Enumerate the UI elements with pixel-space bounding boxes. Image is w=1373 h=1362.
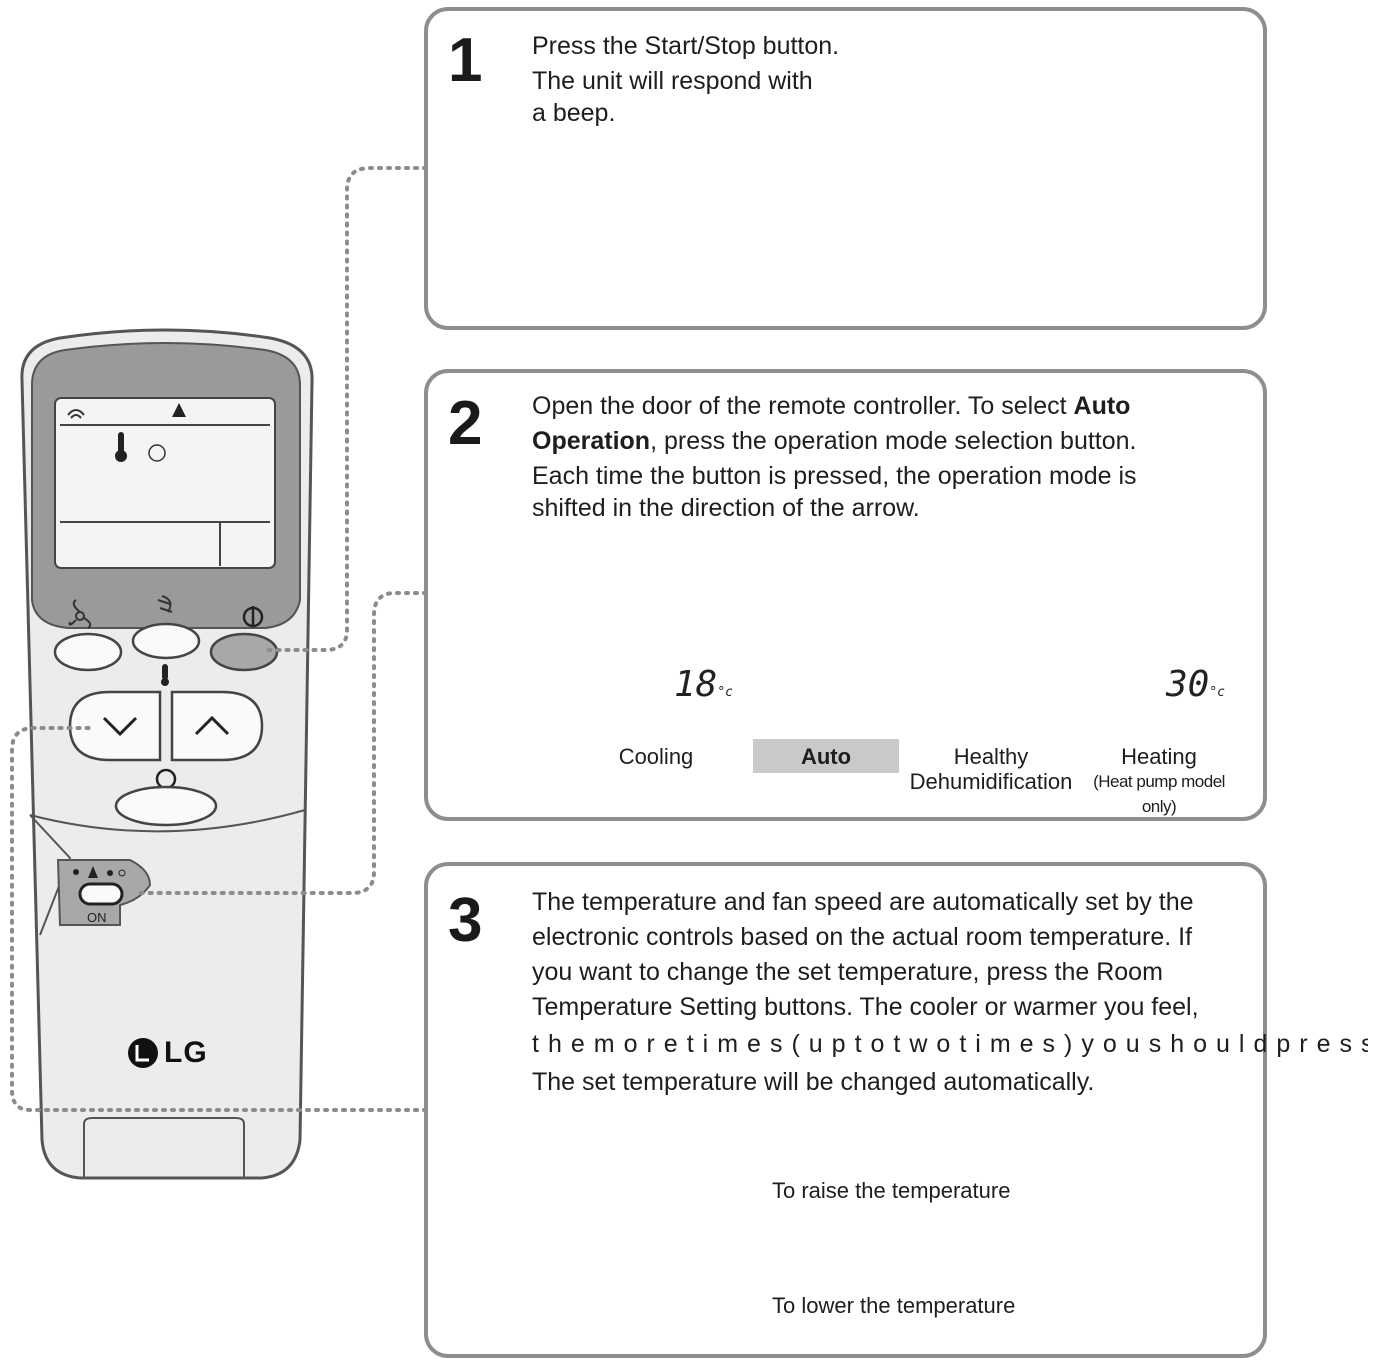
step-text-line: Each time the button is pressed, the ope…	[532, 462, 1137, 490]
remote-fan-speed-button	[114, 785, 218, 827]
raise-temperature-label: To raise the temperature	[772, 1178, 1011, 1203]
step-1-instructions: Press the Start/Stop button. The unit wi…	[532, 29, 839, 131]
step-text-line: The temperature and fan speed are automa…	[532, 888, 1194, 916]
step-text-line: The set temperature will be changed auto…	[532, 1068, 1095, 1096]
chevron-up-icon	[194, 715, 230, 736]
wifi-icon	[67, 409, 85, 419]
remote-button-left	[53, 632, 123, 672]
step-3-instructions: The temperature and fan speed are automa…	[532, 885, 1199, 1025]
step-text-line: electronic controls based on the actual …	[532, 923, 1193, 951]
step-text-line: Operation, press the operation mode sele…	[532, 427, 1137, 455]
auto-mode-icon	[172, 403, 186, 417]
step-text-line: Open the door of the remote controller. …	[532, 392, 1131, 420]
lower-temperature-label: To lower the temperature	[772, 1293, 1016, 1318]
remote-lcd	[54, 397, 276, 569]
lg-logo-icon	[128, 1038, 158, 1068]
brand-logo-text: LG	[164, 1036, 208, 1069]
step-3-panel	[424, 862, 1267, 1358]
mode-label-auto: Auto	[800, 744, 852, 769]
mode-icons-small	[73, 866, 126, 878]
step-text-line: shifted in the direction of the arrow.	[532, 494, 920, 522]
remote-on-label: ON	[87, 910, 107, 925]
cooling-display-temp: 18°c	[674, 664, 734, 705]
mode-label-cooling: Cooling	[618, 744, 694, 769]
step-number: 1	[448, 26, 483, 95]
mode-label-heating: Heating (Heat pump model only)	[1076, 744, 1242, 819]
step-2-instructions: Open the door of the remote controller. …	[532, 389, 1137, 526]
step-text-line: Temperature Setting buttons. The cooler …	[532, 993, 1199, 1021]
mode-highlight	[753, 739, 899, 773]
power-icon	[242, 606, 264, 628]
remote-button-middle	[131, 622, 201, 660]
chevron-down-icon	[102, 716, 138, 737]
connector-lines	[10, 166, 428, 1112]
mode-label-dehumidification: Healthy Dehumidification	[909, 744, 1073, 794]
step-1-panel	[424, 7, 1267, 330]
step-number: 2	[448, 389, 483, 458]
smiley-icon	[148, 444, 166, 462]
remote-start-stop-button	[209, 632, 279, 672]
airflow-icon	[157, 595, 173, 613]
remote-mode-button	[78, 882, 124, 906]
step-number: 3	[448, 886, 483, 955]
step-text-line: you want to change the set temperature, …	[532, 958, 1163, 986]
fan-swirl-icon	[68, 599, 92, 629]
step-text-line: The unit will respond with	[532, 67, 813, 95]
step-text-line-spaced: themoretimes(uptotwotimes)youshouldpress…	[532, 1030, 1368, 1058]
step-text-line: Press the Start/Stop button.	[532, 32, 840, 60]
step-text-line: a beep.	[532, 99, 616, 127]
mode-note: (Heat pump model only)	[1093, 772, 1225, 816]
heating-display-temp: 30°c	[1166, 664, 1226, 705]
thermometer-icon	[118, 432, 124, 454]
